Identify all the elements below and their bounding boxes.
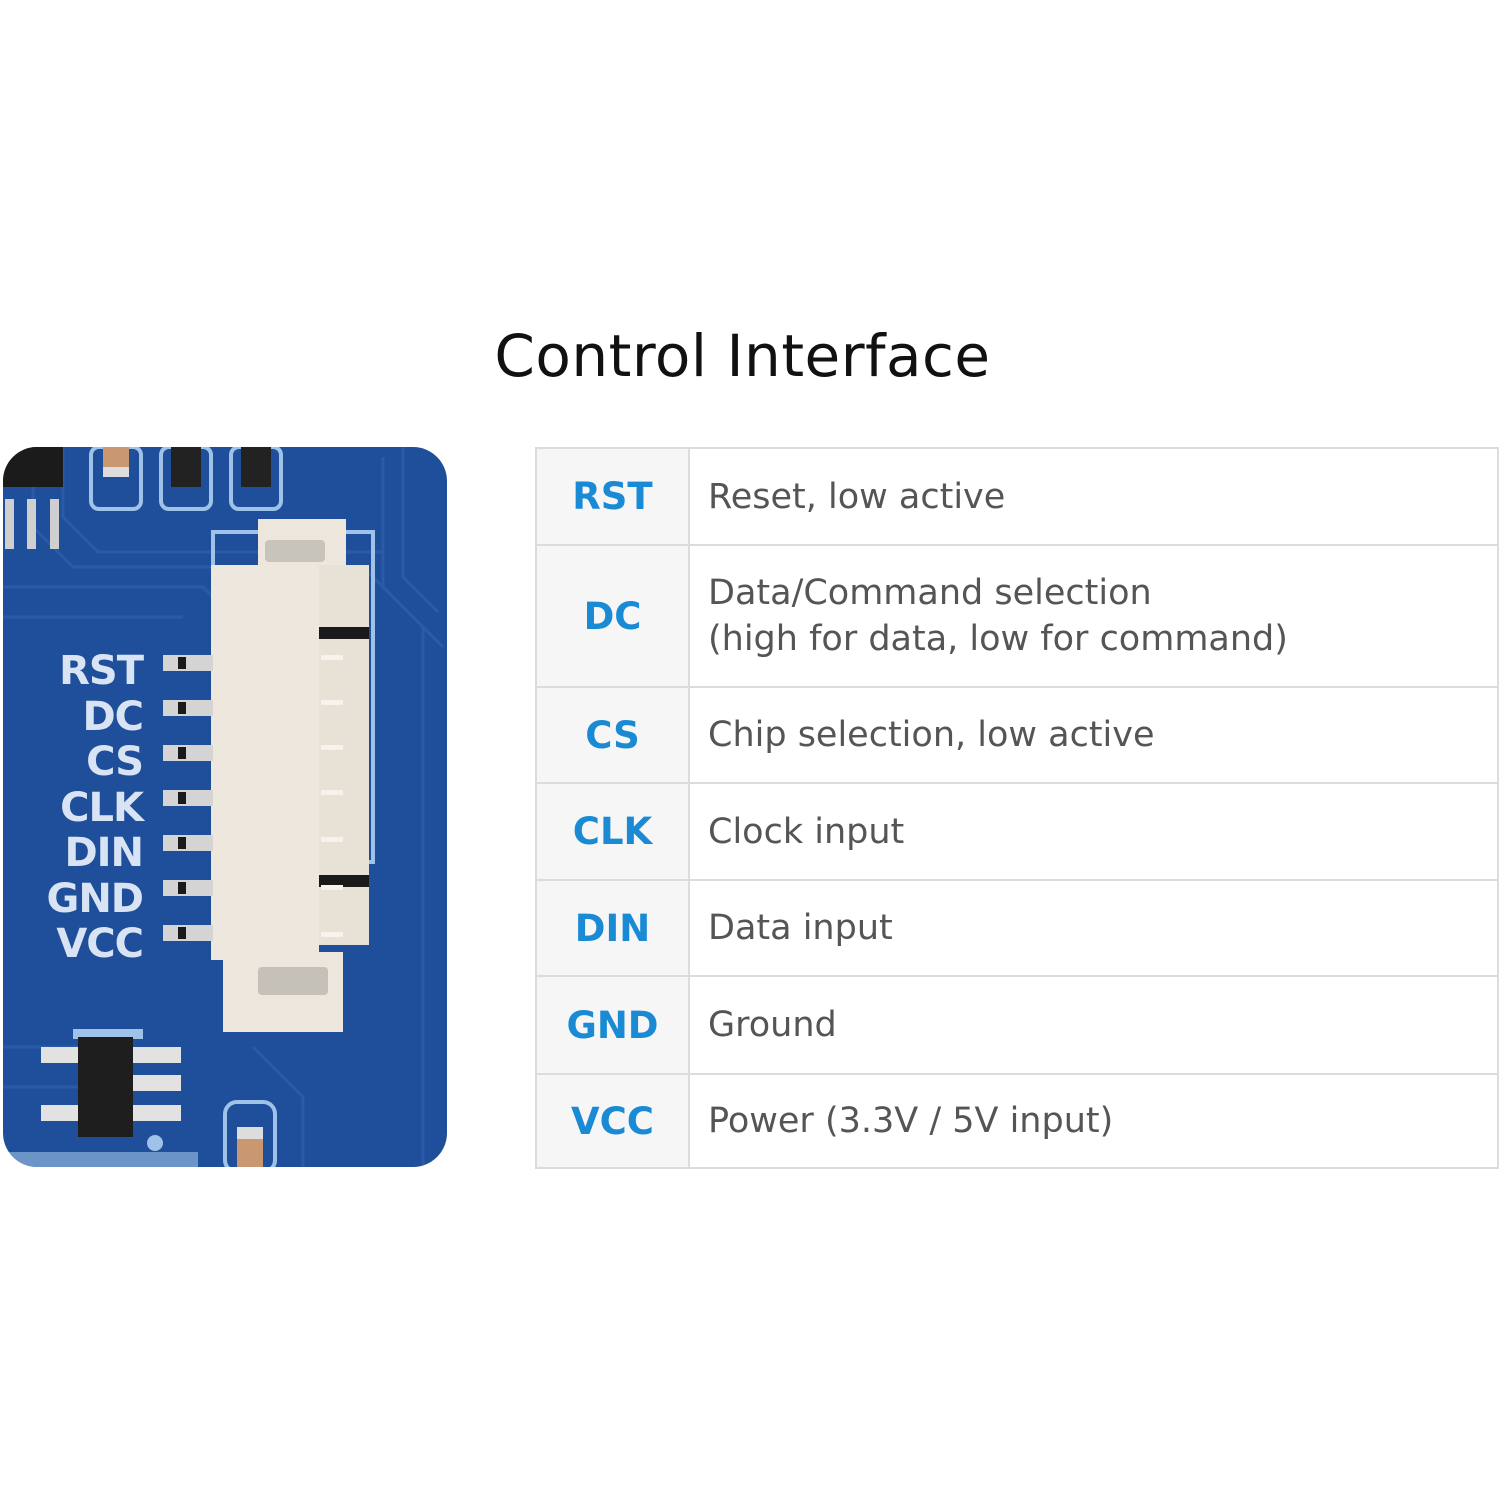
table-row: CLK Clock input	[537, 782, 1497, 879]
pin-name: GND	[537, 977, 690, 1073]
pin-name: DIN	[537, 881, 690, 975]
pin-name: DC	[537, 546, 690, 686]
silkscreen-label: CLK	[60, 784, 144, 831]
pin-name: CLK	[537, 784, 690, 879]
pin-name: RST	[537, 449, 690, 544]
description-line: Ground	[708, 1005, 837, 1045]
silkscreen-label: DIN	[64, 830, 144, 876]
description-line: Reset, low active	[708, 476, 1006, 517]
description-line: Chip selection, low active	[708, 715, 1155, 755]
description-line: Data/Command selection	[708, 573, 1152, 613]
table-row: RST Reset, low active	[537, 449, 1497, 544]
pin-description: Reset, low active	[690, 449, 1497, 544]
description-line: Data input	[708, 908, 893, 948]
silkscreen-labels: RST DC CS CLK DIN GND VCC	[23, 648, 144, 968]
pin-description: Data/Command selection (high for data, l…	[690, 546, 1497, 686]
pin-name: CS	[537, 688, 690, 782]
pin-table: RST Reset, low active DC Data/Command se…	[535, 447, 1499, 1169]
table-row: DC Data/Command selection (high for data…	[537, 544, 1497, 686]
table-row: CS Chip selection, low active	[537, 686, 1497, 782]
silkscreen-label: DC	[82, 693, 144, 740]
silkscreen-label: RST	[59, 648, 144, 694]
table-row: GND Ground	[537, 975, 1497, 1073]
page-title: Control Interface	[494, 322, 991, 390]
pcb-photo: RST DC CS CLK DIN GND VCC	[3, 447, 447, 1167]
pin-description: Chip selection, low active	[690, 688, 1497, 782]
pin-description: Ground	[690, 977, 1497, 1073]
description-line: Power (3.3V / 5V input)	[708, 1101, 1114, 1141]
description-line: Clock input	[708, 811, 905, 852]
pin-description: Clock input	[690, 784, 1497, 879]
description-line: (high for data, low for command)	[708, 619, 1288, 659]
pin-description: Data input	[690, 881, 1497, 975]
table-row: DIN Data input	[537, 879, 1497, 975]
pin-name: VCC	[537, 1075, 690, 1167]
pcb-illustration	[3, 447, 445, 1167]
silkscreen-label: GND	[46, 875, 144, 922]
table-row: VCC Power (3.3V / 5V input)	[537, 1073, 1497, 1167]
silkscreen-label: VCC	[56, 921, 144, 967]
pin-description: Power (3.3V / 5V input)	[690, 1075, 1497, 1167]
silkscreen-label: CS	[86, 739, 144, 785]
